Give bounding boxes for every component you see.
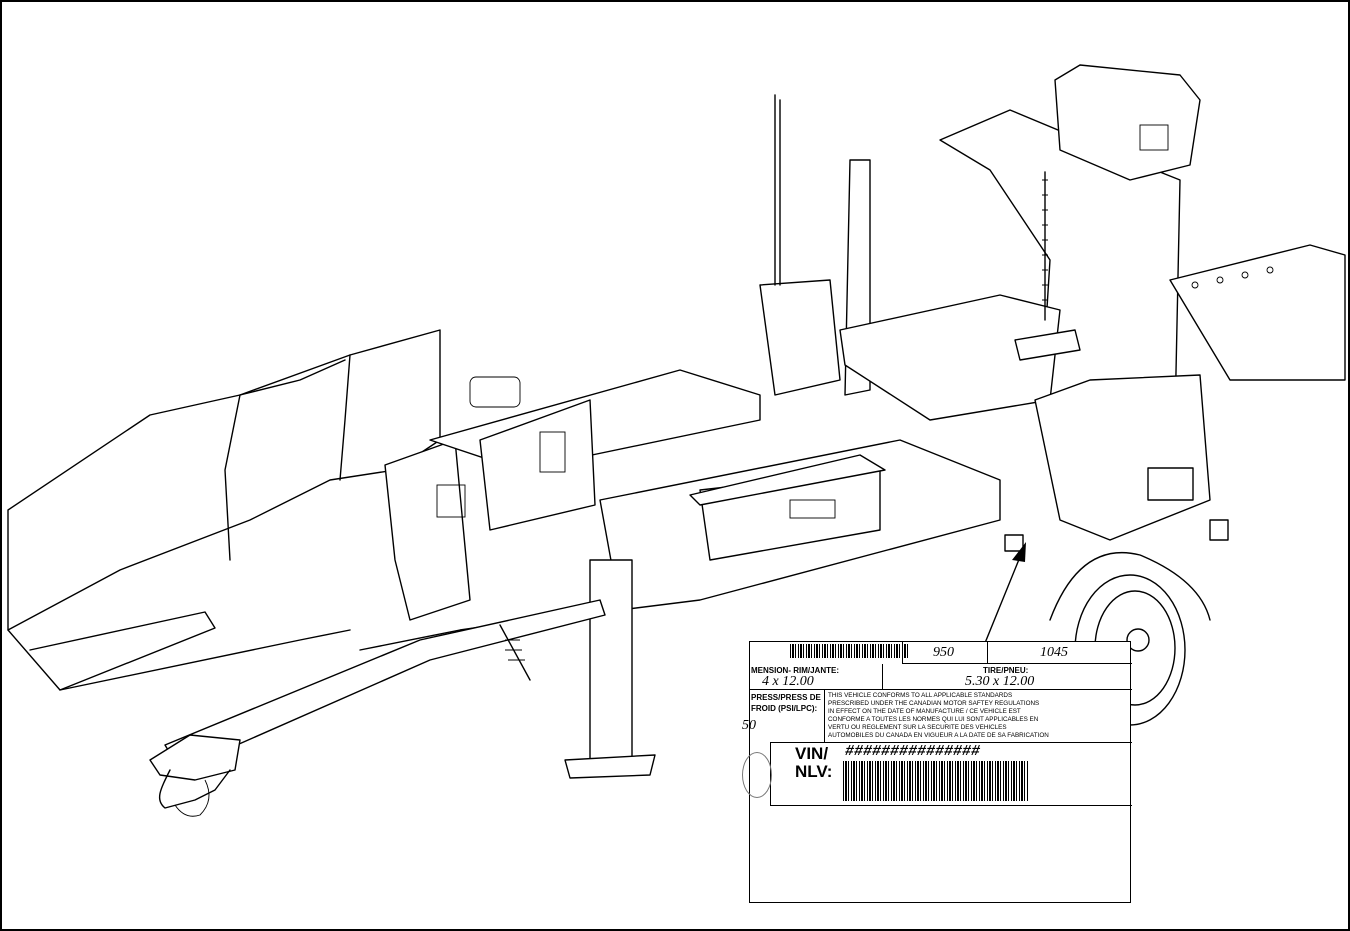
pressure-header-2: FROID (PSI/LPC): (751, 704, 818, 713)
vin-value: ############### (845, 743, 981, 760)
vin-callout (984, 534, 1026, 644)
pressure-box: PRESS/PRESS DE FROID (PSI/LPC): 50 (742, 690, 824, 742)
vin-barcode (843, 761, 1029, 801)
rim-box: MENSION- RIM/JANTE: 4 x 12.00 (750, 664, 882, 690)
label-barcode-top (790, 644, 910, 658)
compliance-line-4: CONFORME A TOUTES LES NORMES QUI LUI SON… (828, 716, 1039, 723)
tire-box: TIRE/PNEU: 5.30 x 12.00 (882, 664, 1132, 690)
vin-label-1: VIN/ (795, 744, 829, 763)
compliance-line-5: VERTU OU REGLEMENT SUR LA SECURITE DES V… (828, 724, 1007, 731)
compliance-line-1: THIS VEHICLE CONFORMS TO ALL APPLICABLE … (828, 692, 1013, 699)
rim-value: 4 x 12.00 (762, 674, 814, 689)
compliance-line-6: AUTOMOBILES DU CANADA EN VIGUEUR A LA DA… (828, 732, 1049, 739)
gawr-right-value: 1045 (1040, 645, 1068, 660)
compliance-box: THIS VEHICLE CONFORMS TO ALL APPLICABLE … (824, 690, 1132, 742)
compliance-line-3: IN EFFECT ON THE DATE OF MANUFACTURE / C… (828, 708, 1021, 715)
vin-box: VIN/ NLV: ############### (770, 742, 1132, 806)
rim-header: MENSION- RIM/JANTE: (751, 666, 839, 675)
hitch-drawbar (149, 599, 606, 817)
vin-label-2: NLV: (795, 762, 833, 781)
pressure-value: 50 (742, 718, 756, 733)
gawr-left-value: 950 (933, 645, 954, 660)
feed-housing (839, 64, 1346, 541)
tire-header: TIRE/PNEU: (983, 666, 1029, 675)
gawr-left-box: 950 (902, 642, 987, 664)
vin-label: 950 1045 MENSION- RIM/JANTE: 4 x 12.00 T… (742, 641, 1132, 903)
gawr-right-box: 1045 (987, 642, 1132, 664)
pressure-header-1: PRESS/PRESS DE (751, 693, 821, 702)
control-box (689, 94, 886, 561)
tire-value: 5.30 x 12.00 (965, 674, 1035, 689)
compliance-line-2: PRESCRIBED UNDER THE CANADIAN MOTOR SAFT… (828, 700, 1040, 707)
infeed-chute (7, 329, 471, 691)
seal-stamp (742, 752, 772, 798)
